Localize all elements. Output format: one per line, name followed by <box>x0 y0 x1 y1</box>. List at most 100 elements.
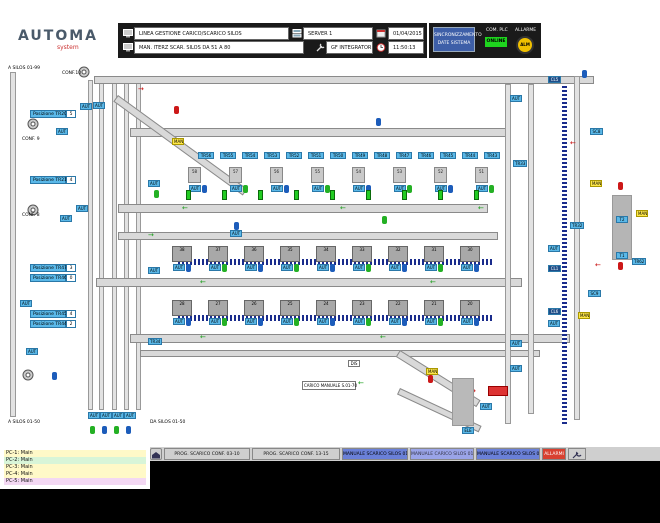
sc9-tag[interactable]: SC9 <box>588 290 601 297</box>
tr-code-tr45[interactable]: TR45 <box>440 152 456 159</box>
tr-code-tr50[interactable]: TR50 <box>330 152 346 159</box>
silo-35[interactable]: 35 <box>280 246 300 262</box>
aut-tag[interactable]: AUT <box>548 245 560 252</box>
dis-tag[interactable]: DIS <box>348 360 360 367</box>
aut-tag[interactable]: AUT <box>245 318 257 325</box>
silo-25[interactable]: 25 <box>280 300 300 316</box>
aut-tag[interactable]: AUT <box>281 264 293 271</box>
aut-tag[interactable]: AUT <box>389 318 401 325</box>
motor-blue[interactable] <box>126 426 131 434</box>
silo-31[interactable]: 31 <box>424 246 444 262</box>
aut-tag[interactable]: AUT <box>548 320 560 327</box>
aut-tag[interactable]: AUT <box>394 185 406 192</box>
loading-alarm-box[interactable] <box>488 386 508 396</box>
motor-red[interactable] <box>428 375 433 383</box>
aut-tag[interactable]: AUT <box>317 264 329 271</box>
aut-tag[interactable]: AUT <box>281 318 293 325</box>
motor-green[interactable] <box>294 264 299 272</box>
silo-20[interactable]: 20 <box>460 300 480 316</box>
man-tag[interactable]: MAN <box>578 312 590 319</box>
t1-tag[interactable]: T1 <box>616 252 628 259</box>
position-tr46-value[interactable]: 0 <box>66 274 76 282</box>
motor-green[interactable] <box>243 185 248 193</box>
silo-56[interactable]: 56 <box>270 167 283 183</box>
motor-green[interactable] <box>366 318 371 326</box>
silo-23[interactable]: 23 <box>352 300 372 316</box>
silo-34[interactable]: 34 <box>316 246 336 262</box>
aut-tag[interactable]: AUT <box>461 264 473 271</box>
cl5-tag[interactable]: CL5 <box>548 76 561 83</box>
silo-24[interactable]: 24 <box>316 300 336 316</box>
motor-green[interactable] <box>366 264 371 272</box>
motor-green[interactable] <box>114 426 119 434</box>
tr62-tag[interactable]: TR62 <box>632 258 646 265</box>
tr-code-tr49[interactable]: TR49 <box>352 152 368 159</box>
motor-green[interactable] <box>407 185 412 193</box>
tr33-tag[interactable]: TR33 <box>513 160 527 167</box>
motor-green[interactable] <box>222 318 227 326</box>
aut-tag[interactable]: AUT <box>100 412 112 419</box>
silo-21[interactable]: 21 <box>424 300 444 316</box>
silo-28[interactable]: 28 <box>172 300 192 316</box>
tr-code-tr44[interactable]: TR44 <box>462 152 478 159</box>
tr-code-tr53[interactable]: TR53 <box>264 152 280 159</box>
tr-code-tr48[interactable]: TR48 <box>374 152 390 159</box>
motor-blue[interactable] <box>402 264 407 272</box>
tr-code-tr56[interactable]: TR56 <box>198 152 214 159</box>
position-tr45-value[interactable]: 4 <box>66 310 76 318</box>
motor-green[interactable] <box>325 185 330 193</box>
aut-tag[interactable]: AUT <box>510 340 522 347</box>
motor-blue[interactable] <box>582 70 587 78</box>
aut-tag[interactable]: AUT <box>173 318 185 325</box>
position-tr21-value[interactable]: 4 <box>66 176 76 184</box>
aut-tag[interactable]: AUT <box>245 264 257 271</box>
nav-prog-scarico-03-10[interactable]: PROG. SCARICO CONF. 03-10 <box>164 448 250 460</box>
motor-blue[interactable] <box>376 118 381 126</box>
aut-tag[interactable]: AUT <box>26 348 38 355</box>
silo-54[interactable]: 54 <box>352 167 365 183</box>
carico-manuale-label[interactable]: CARICO MANUALE S.01-70 <box>302 381 358 390</box>
motor-blue[interactable] <box>448 185 453 193</box>
aut-tag[interactable]: AUT <box>80 103 92 110</box>
motor-red[interactable] <box>618 182 623 190</box>
motor-green[interactable] <box>222 264 227 272</box>
man-tag[interactable]: MAN <box>590 180 602 187</box>
silo-33[interactable]: 33 <box>352 246 372 262</box>
nav-prog-scarico-13-15[interactable]: PROG. SCARICO CONF. 13-15 <box>252 448 340 460</box>
aut-tag[interactable]: AUT <box>56 128 68 135</box>
motor-green[interactable] <box>294 318 299 326</box>
man-tag[interactable]: MAN <box>172 138 184 145</box>
motor-blue[interactable] <box>202 185 207 193</box>
motor-green[interactable] <box>489 185 494 193</box>
motor-blue[interactable] <box>474 318 479 326</box>
home-icon[interactable] <box>150 448 162 460</box>
silo-27[interactable]: 27 <box>208 300 228 316</box>
aut-tag[interactable]: AUT <box>60 215 72 222</box>
silo-58[interactable]: 58 <box>188 167 201 183</box>
aut-tag[interactable]: AUT <box>425 318 437 325</box>
position-tr47-value[interactable]: 3 <box>66 264 76 272</box>
aut-tag[interactable]: AUT <box>480 403 492 410</box>
tr32-tag[interactable]: TR32 <box>570 222 584 229</box>
cl1-tag[interactable]: CL1 <box>548 265 561 272</box>
aut-tag[interactable]: AUT <box>271 185 283 192</box>
silo-37[interactable]: 37 <box>208 246 228 262</box>
motor-blue[interactable] <box>284 185 289 193</box>
silo-26[interactable]: 26 <box>244 300 264 316</box>
man-tag[interactable]: MAN <box>636 210 648 217</box>
alarm-bell-icon[interactable]: ALM <box>516 36 534 54</box>
aut-tag[interactable]: AUT <box>20 300 32 307</box>
motor-blue[interactable] <box>234 222 239 230</box>
sc8-tag[interactable]: SC8 <box>590 128 603 135</box>
tr-code-tr46[interactable]: TR46 <box>418 152 434 159</box>
nav-manuale-scarico-01-99[interactable]: MANUALE SCARICO SILOS 01-99 <box>342 448 408 460</box>
aut-tag[interactable]: AUT <box>230 230 242 237</box>
aut-tag[interactable]: AUT <box>88 412 100 419</box>
silo-55[interactable]: 55 <box>311 167 324 183</box>
sync-dates-button[interactable]: SINCRONIZZAMENTO DATE SISTEMA <box>433 27 482 52</box>
silo-32[interactable]: 32 <box>388 246 408 262</box>
man-tag[interactable]: MAN <box>426 368 438 375</box>
silo-51[interactable]: 51 <box>475 167 488 183</box>
motor-green[interactable] <box>438 264 443 272</box>
cl6-tag[interactable]: CL6 <box>548 308 561 315</box>
